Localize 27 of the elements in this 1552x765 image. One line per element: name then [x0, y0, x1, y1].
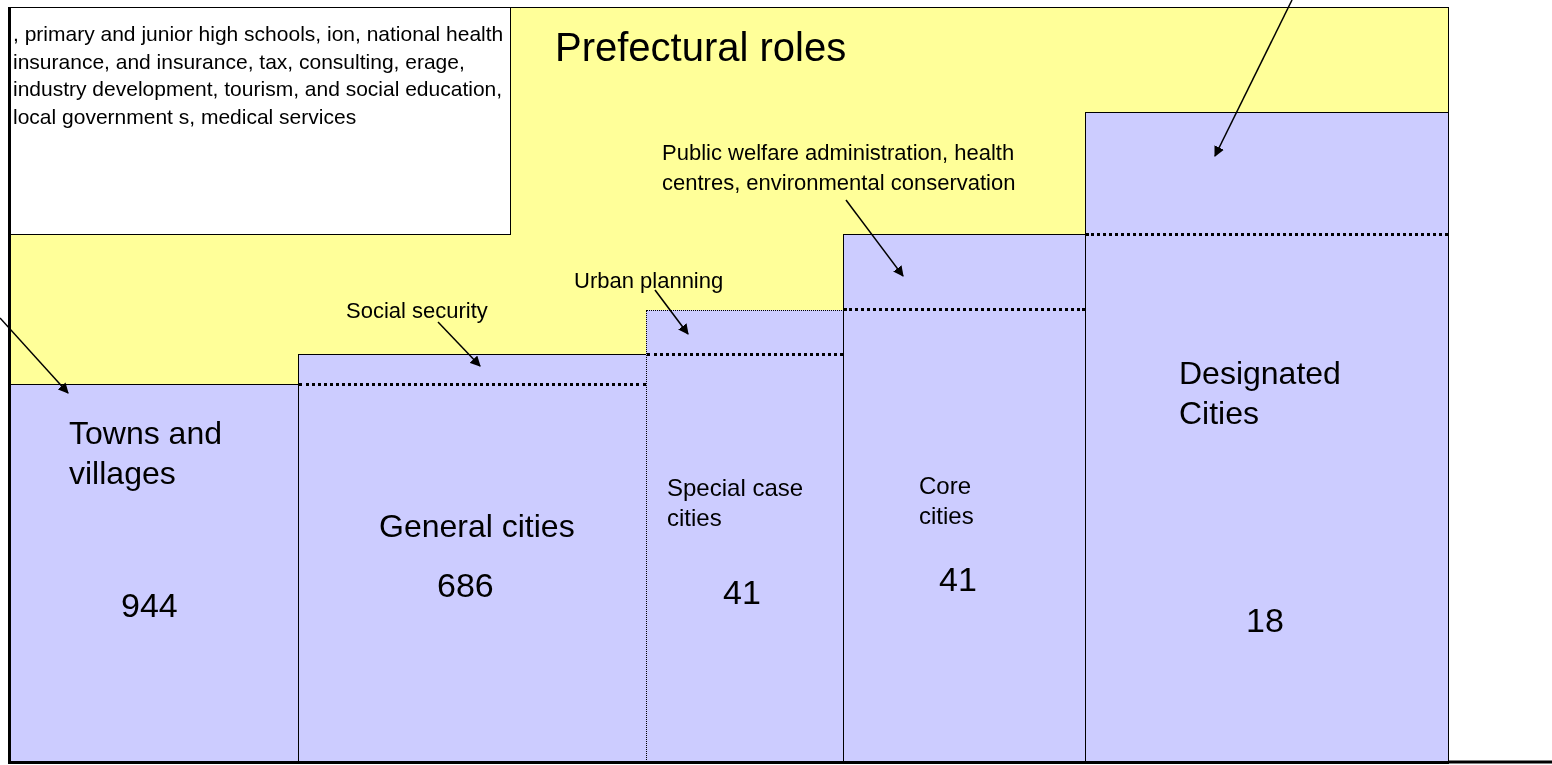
role-label: Urban planning	[574, 266, 784, 296]
prefecture-area	[8, 7, 1449, 764]
area-title: Prefectural roles	[555, 24, 847, 71]
count-value: 41	[723, 572, 761, 613]
count-value: 18	[1246, 600, 1284, 641]
role-label: Social security	[346, 296, 556, 326]
count-value: 686	[437, 565, 494, 606]
callout-text: , primary and junior high schools, ion, national health insurance, and insurance, tax, consulting, erage, industry development, tourism, and social education, local government s, medical services	[13, 21, 505, 130]
count-value: 41	[939, 559, 977, 600]
count-value: 944	[121, 585, 178, 626]
category-name: Towns and villages	[69, 414, 223, 493]
leader-arrow	[845, 199, 904, 277]
leader-arrow	[437, 321, 481, 367]
city-category-bar	[11, 384, 299, 761]
category-name: General cities	[379, 507, 576, 546]
city-category-bar	[646, 310, 844, 761]
category-name: Special case cities	[667, 473, 805, 533]
callout-box	[11, 8, 511, 235]
role-label: Public welfare administration, health centres, environmental conservation	[662, 138, 1062, 198]
category-name: Designated Cities	[1179, 354, 1342, 433]
city-category-bar	[298, 354, 647, 761]
city-category-bar	[1085, 112, 1448, 761]
category-name: Core cities	[919, 471, 975, 531]
city-category-bar	[843, 234, 1086, 761]
leader-arrow	[1214, 0, 1293, 157]
leader-arrow	[654, 289, 689, 335]
leader-arrow	[0, 317, 69, 394]
